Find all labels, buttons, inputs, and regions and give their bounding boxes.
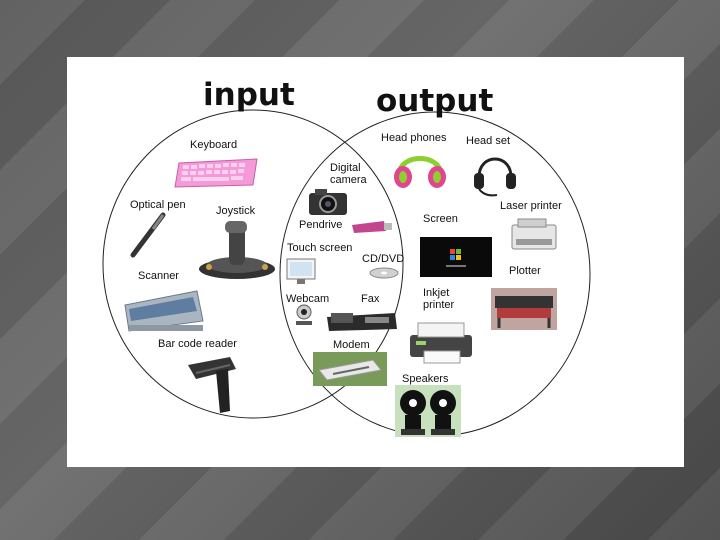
scanner-label: Scanner [138,270,179,282]
digital-camera-label: Digital camera [330,162,390,186]
slide-canvas: input output Keyboard Optical pen Joysti… [67,57,684,467]
inkjet-printer-icon [406,317,474,365]
output-title: output [376,83,493,119]
speakers-label: Speakers [402,373,448,385]
laser-printer-icon [510,217,558,253]
pendrive-label: Pendrive [299,219,342,231]
plotter-label: Plotter [509,265,541,277]
bar-code-reader-label: Bar code reader [158,338,237,350]
pendrive-icon [350,219,394,235]
head-set-icon [471,149,519,199]
optical-pen-icon [127,211,171,259]
modem-icon [313,352,387,386]
keyboard-label: Keyboard [190,139,237,151]
barcode-reader-icon [186,355,246,415]
webcam-icon [290,303,318,327]
keyboard-icon [173,155,259,191]
plotter-icon [491,288,557,330]
cd-dvd-label: CD/DVD [362,253,404,265]
head-set-label: Head set [466,135,510,147]
scanner-icon [121,287,205,333]
cd-dvd-icon [369,267,399,279]
fax-label: Fax [361,293,379,305]
laser-printer-label: Laser printer [500,200,562,212]
head-phones-label: Head phones [381,132,446,144]
digital-camera-icon [307,187,349,217]
joystick-icon [197,217,277,281]
screen-label: Screen [423,213,458,225]
fax-icon [325,309,399,333]
screen-icon [420,237,492,277]
joystick-label: Joystick [216,205,255,217]
optical-pen-label: Optical pen [130,199,186,211]
modem-label: Modem [333,339,370,351]
speakers-icon [395,385,461,437]
inkjet-printer-label: Inkjet printer [423,287,473,311]
input-title: input [203,77,295,113]
head-phones-icon [391,145,449,191]
touch-screen-icon [285,257,317,285]
touch-screen-label: Touch screen [287,242,352,254]
